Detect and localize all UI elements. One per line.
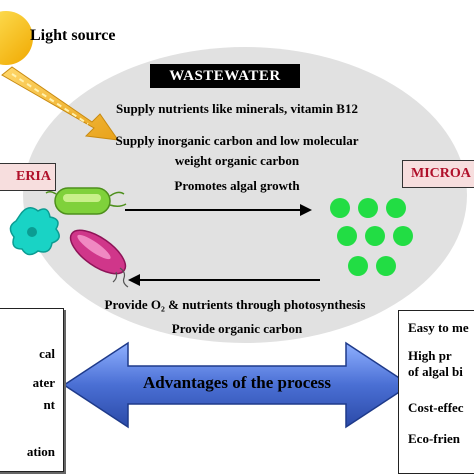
arrow-to-microalgae bbox=[125, 204, 312, 216]
bacteria-advantage-item: cal bbox=[39, 346, 55, 361]
light-rays-arrow bbox=[1, 66, 120, 141]
microalgae-cell bbox=[348, 256, 368, 276]
process-label: Advantages of the process bbox=[142, 373, 332, 392]
wastewater-line-2: Supply inorganic carbon and low molecula… bbox=[115, 133, 359, 148]
arrow-to-bacteria bbox=[128, 274, 320, 286]
bacteria-green-rod-icon bbox=[45, 187, 127, 215]
bacteria-advantage-item: ation bbox=[26, 444, 55, 459]
microalgae-advantage-item: Cost-effec bbox=[408, 400, 464, 415]
wastewater-title: WASTEWATER bbox=[150, 64, 300, 88]
bacteria-label: ERIA bbox=[0, 163, 56, 191]
bacteria-magenta-rod-icon bbox=[69, 229, 129, 288]
microalgae-advantage-item: Easy to me bbox=[408, 320, 469, 335]
bacteria-cyan-amoeba-icon bbox=[9, 207, 60, 256]
microalgae-advantage-item: Eco-frien bbox=[408, 431, 460, 446]
microalgae-cell bbox=[337, 226, 357, 246]
bacteria-advantages-box: cal ater nt ation bbox=[0, 308, 64, 472]
bottom-line-2: Provide organic carbon bbox=[171, 321, 303, 336]
wastewater-line-4: Promotes algal growth bbox=[174, 178, 300, 193]
bottom-line-1: Provide O₂ & nutrients through photosynt… bbox=[104, 297, 366, 312]
microalgae-advantage-item: of algal bi bbox=[408, 364, 463, 379]
microalgae-cell bbox=[330, 198, 350, 218]
light-source-label: Light source bbox=[30, 27, 116, 44]
microalgae-cells bbox=[330, 198, 413, 276]
microalgae-cell bbox=[386, 198, 406, 218]
bacteria-advantage-item: ater bbox=[32, 375, 55, 390]
microalgae-cell bbox=[358, 198, 378, 218]
bacteria-advantage-item: nt bbox=[43, 397, 55, 412]
wastewater-line-3: weight organic carbon bbox=[174, 153, 300, 168]
microalgae-cell bbox=[365, 226, 385, 246]
microalgae-advantages-box: Easy to me High pr of algal bi Cost-effe… bbox=[398, 310, 474, 474]
microalgae-advantage-item: High pr bbox=[408, 348, 452, 363]
microalgae-cell bbox=[376, 256, 396, 276]
microalgae-cell bbox=[393, 226, 413, 246]
microalgae-label: MICROA bbox=[402, 160, 474, 188]
sun-icon bbox=[0, 11, 33, 65]
wastewater-line-1: Supply nutrients like minerals, vitamin … bbox=[116, 101, 358, 116]
